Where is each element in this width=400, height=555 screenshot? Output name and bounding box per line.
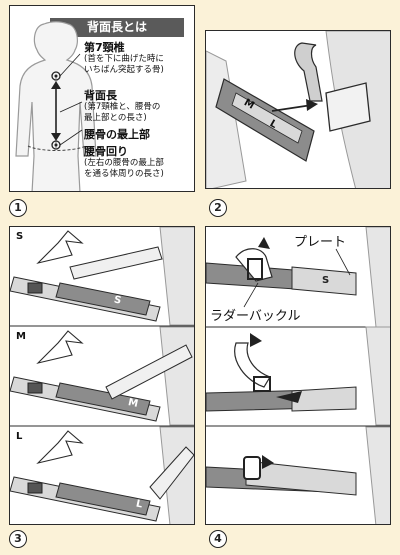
step-4-illustration [206, 227, 390, 524]
step-4-bottom-row [206, 426, 390, 524]
size-s-row [10, 227, 194, 326]
step-2-illustration [206, 31, 390, 188]
back-length-label: 背面長 [84, 89, 117, 102]
panel-step-4: プレート ラダーバックル S [205, 226, 391, 525]
step-number-4: 4 [209, 530, 227, 548]
size-label-l: L [16, 431, 23, 442]
panel-back-length: 背面長とは 第7頸椎 (首を下に曲げた時に いちばん突起する骨) 背面長 (第7… [9, 5, 195, 192]
ladder-buckle-callout: ラダーバックル [210, 309, 301, 324]
body-figure [15, 21, 97, 191]
back-length-note-2: 最上部との長さ) [84, 113, 147, 123]
hip-circumference-note-2: を通る体周りの長さ) [84, 169, 164, 179]
size-label-s: S [16, 231, 24, 242]
step-number-1: 1 [9, 199, 27, 217]
step-4-middle-row [206, 326, 390, 426]
step-number-2: 2 [209, 199, 227, 217]
back-length-title: 背面長とは [50, 18, 184, 37]
panel-step-2: M L [205, 30, 391, 189]
step-number-3: 3 [9, 530, 27, 548]
hip-circumference-label: 腰骨回り [84, 145, 128, 158]
c7-note-2: いちばん突起する骨) [84, 65, 164, 75]
step-3-illustration [10, 227, 194, 524]
plate-mark-s: S [322, 275, 330, 286]
step-4-top-row [206, 227, 390, 328]
panel-step-3: S M L S M L [9, 226, 195, 525]
size-label-m: M [16, 331, 26, 342]
hip-top-label: 腰骨の最上部 [84, 128, 150, 141]
size-l-row [10, 426, 194, 524]
c7-label: 第7頸椎 [84, 41, 125, 54]
size-m-row [10, 326, 194, 426]
plate-callout: プレート [294, 235, 347, 250]
c7-note-1: (首を下に曲げた時に [84, 54, 164, 64]
hip-circumference-note-1: (左右の腰骨の最上部 [84, 158, 164, 168]
back-length-note-1: (第7頸椎と、腰骨の [84, 102, 161, 112]
